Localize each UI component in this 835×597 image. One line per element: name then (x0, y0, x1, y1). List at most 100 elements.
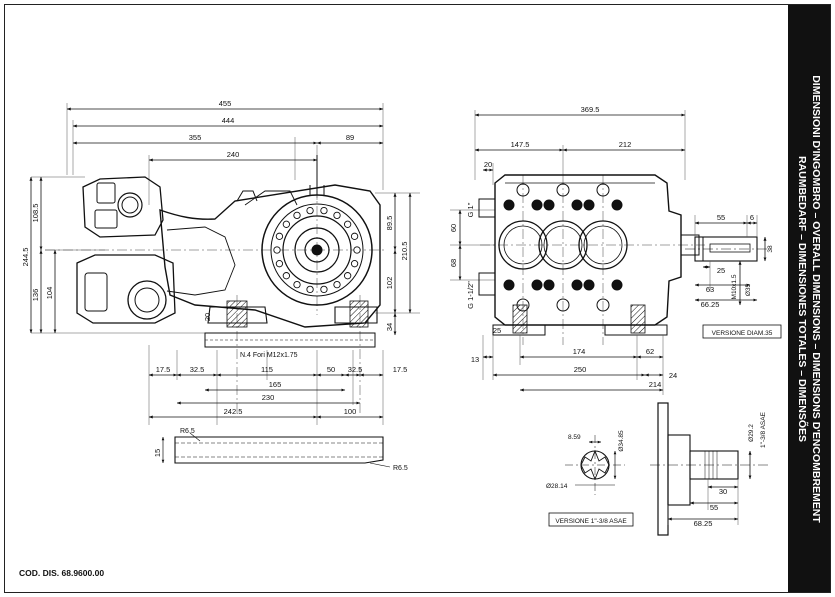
label-versione-asae: VERSIONE 1"-3/8 ASAE (555, 518, 627, 525)
dim-89: 89 (346, 133, 354, 142)
flange-hole (275, 232, 284, 240)
dim-165: 165 (269, 380, 282, 389)
title-band-text: DIMENSIONI D'INGOMBRO – OVERALL DIMENSIO… (795, 75, 823, 523)
flange-hole (275, 260, 284, 268)
dim-444: 444 (222, 116, 235, 125)
thread-note: N.4 Fori M12x1.75 (240, 352, 298, 359)
cylinder-bore (503, 225, 543, 265)
dim-32-5-right: 32.5 (348, 365, 363, 374)
cylinder-bore (583, 225, 623, 265)
dim-355: 355 (189, 133, 202, 142)
dim-38-shaft: 38 (767, 245, 774, 253)
flange-hole (353, 246, 361, 254)
dim-147-5: 147.5 (511, 140, 530, 149)
valve-cap (503, 199, 515, 211)
valve-cap (583, 199, 595, 211)
flange-hole (293, 211, 301, 220)
valve-cap (571, 279, 583, 291)
dim-8-59: 8.59 (568, 434, 581, 441)
dim-369-5: 369.5 (581, 105, 600, 114)
flange-hole (273, 246, 281, 254)
flange-hole (320, 285, 328, 294)
dim-50: 50 (327, 365, 335, 374)
title-line-1: DIMENSIONI D'INGOMBRO – OVERALL DIMENSIO… (810, 74, 822, 523)
flange-hole (333, 280, 341, 289)
top-plug (516, 183, 530, 197)
thread-m10: M10x1.5 (731, 274, 738, 299)
dim-230: 230 (262, 393, 275, 402)
dim-455: 455 (219, 99, 232, 108)
flange-hole (306, 206, 314, 215)
valve-cap (543, 199, 555, 211)
dim-diam-35: Ø35 (745, 283, 752, 296)
dim-89-5: 89.5 (385, 216, 394, 231)
bottom-plug (596, 298, 610, 312)
dim-68-25: 68.25 (694, 519, 713, 528)
spline-spec: 1"-3/8 ASAE (760, 411, 767, 448)
radius-top: R6.5 (180, 428, 195, 435)
top-plug (556, 183, 570, 197)
flange-hole (333, 211, 341, 220)
dim-20-front: 20 (484, 160, 492, 169)
cylinder-bore (498, 220, 548, 270)
label-versione-diam35: VERSIONE DIAM.35 (712, 330, 773, 337)
technical-drawing: 455 444 355 89 240 108.5 104 244.5 136 8… (21, 99, 782, 536)
dim-102: 102 (385, 277, 394, 290)
top-plug (596, 183, 610, 197)
flange-hole (293, 280, 301, 289)
drawing-code: COD. DIS. 68.9600.00 (19, 568, 105, 578)
drawing-sheet: 455 444 355 89 240 108.5 104 244.5 136 8… (4, 4, 831, 593)
dim-250: 250 (574, 365, 587, 374)
side-view-base-dims (148, 345, 391, 468)
flange-hole (350, 260, 359, 268)
dim-68: 68 (449, 259, 458, 267)
dim-diam-29-2: Ø29.2 (748, 424, 755, 442)
valve-cap (571, 199, 583, 211)
valve-cap (611, 199, 623, 211)
shaft-asae-detail (548, 402, 770, 536)
dim-240: 240 (227, 150, 240, 159)
dim-32-5-left: 32.5 (190, 365, 205, 374)
dim-13: 13 (471, 355, 479, 364)
dim-55-asae: 55 (710, 503, 718, 512)
front-view-base-dims (482, 335, 664, 395)
flange-hole (306, 285, 314, 294)
dim-210-5: 210.5 (400, 242, 409, 261)
dim-108-5: 108.5 (31, 204, 40, 223)
dim-30: 30 (719, 487, 727, 496)
radius-bottom: R6.5 (393, 465, 408, 472)
port-g1-half: G 1-1/2" (466, 281, 475, 309)
dim-25-shaft: 25 (717, 266, 725, 275)
flange-hole (320, 206, 328, 215)
dim-104: 104 (45, 287, 54, 300)
front-view (450, 110, 705, 345)
dim-25-front: 25 (493, 326, 501, 335)
dim-63-shaft: 63 (706, 285, 714, 294)
flange-hole (282, 272, 291, 280)
dim-66-25: 66.25 (701, 300, 720, 309)
cylinder-bore (578, 220, 628, 270)
dim-100: 100 (344, 407, 357, 416)
valve-cap (503, 279, 515, 291)
valve-cap (543, 279, 555, 291)
shaft-diam35-detail (685, 215, 782, 339)
dim-214: 214 (649, 380, 662, 389)
cylinder-bore (538, 220, 588, 270)
dim-244-5: 244.5 (21, 248, 30, 267)
valve-cap (583, 279, 595, 291)
side-view (29, 103, 420, 415)
dim-24: 24 (669, 371, 677, 380)
dim-212: 212 (619, 140, 632, 149)
dim-34: 34 (385, 323, 394, 331)
dim-20-side: 20 (203, 313, 212, 321)
valve-cap (611, 279, 623, 291)
flange-hole (343, 272, 352, 280)
flange-hole (282, 220, 291, 228)
dim-62: 62 (646, 347, 654, 356)
dim-115: 115 (261, 365, 273, 374)
dim-diam-34-85: Ø34.85 (618, 430, 625, 452)
valve-cap (531, 199, 543, 211)
dim-136: 136 (31, 289, 40, 302)
title-band: DIMENSIONI D'INGOMBRO – OVERALL DIMENSIO… (788, 5, 830, 592)
title-line-2: RAUMBEDARF – DIMENSIONES TOTALES – DIMEN… (796, 155, 808, 442)
